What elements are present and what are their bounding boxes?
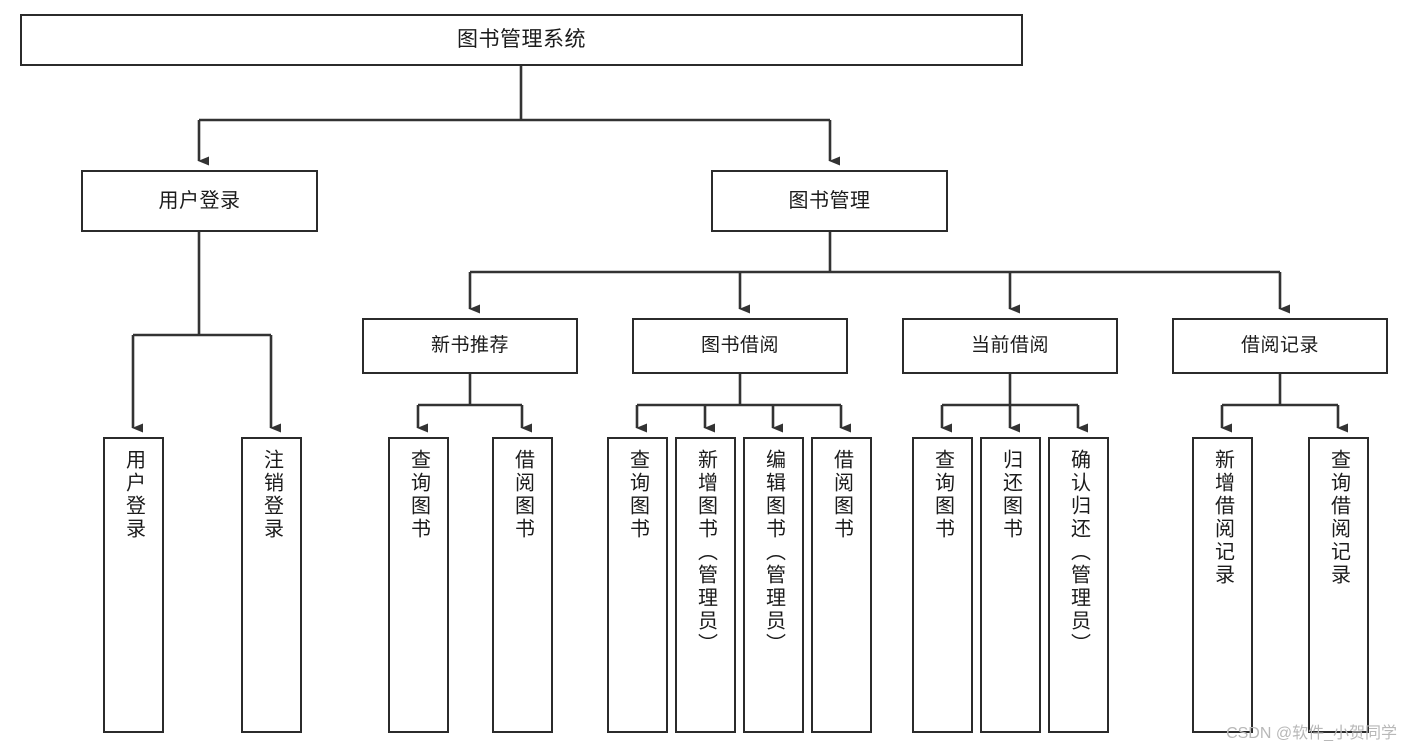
node-user-login[interactable]: 用户登录 [81, 170, 318, 232]
node-leaf-edit-book[interactable]: 编辑图书（管理员） [743, 437, 804, 733]
node-leaf-query-book-1-label: 查询图书 [407, 449, 430, 541]
node-user-login-label: 用户登录 [158, 189, 241, 212]
csdn-watermark: CSDN @软件_小贺同学 [1226, 725, 1397, 742]
node-borrow-record-label: 借阅记录 [1240, 335, 1319, 357]
node-leaf-confirm-return-label: 确认归还（管理员） [1067, 449, 1090, 656]
node-new-book-recommend-label: 新书推荐 [430, 335, 509, 357]
node-leaf-add-book[interactable]: 新增图书（管理员） [675, 437, 736, 733]
node-leaf-user-login[interactable]: 用户登录 [103, 437, 164, 733]
node-leaf-query-book-2[interactable]: 查询图书 [607, 437, 668, 733]
node-leaf-logout-login[interactable]: 注销登录 [241, 437, 302, 733]
node-leaf-add-record-label: 新增借阅记录 [1211, 449, 1234, 587]
node-leaf-query-book-3[interactable]: 查询图书 [912, 437, 973, 733]
node-leaf-query-book-2-label: 查询图书 [626, 449, 649, 541]
node-book-borrow[interactable]: 图书借阅 [632, 318, 848, 374]
node-current-borrow-label: 当前借阅 [970, 335, 1049, 357]
node-root[interactable]: 图书管理系统 [20, 14, 1023, 66]
node-leaf-return-book[interactable]: 归还图书 [980, 437, 1041, 733]
node-leaf-edit-book-label: 编辑图书（管理员） [762, 449, 785, 656]
node-leaf-user-login-label: 用户登录 [122, 449, 145, 541]
node-book-borrow-label: 图书借阅 [700, 335, 779, 357]
node-borrow-record[interactable]: 借阅记录 [1172, 318, 1388, 374]
node-leaf-query-book-3-label: 查询图书 [931, 449, 954, 541]
node-new-book-recommend[interactable]: 新书推荐 [362, 318, 578, 374]
node-book-management-label: 图书管理 [788, 189, 871, 212]
node-leaf-borrow-book-1-label: 借阅图书 [511, 449, 534, 541]
node-leaf-add-record[interactable]: 新增借阅记录 [1192, 437, 1253, 733]
node-leaf-query-record[interactable]: 查询借阅记录 [1308, 437, 1369, 733]
node-leaf-query-record-label: 查询借阅记录 [1327, 449, 1350, 587]
node-leaf-confirm-return[interactable]: 确认归还（管理员） [1048, 437, 1109, 733]
node-leaf-borrow-book-1[interactable]: 借阅图书 [492, 437, 553, 733]
node-leaf-borrow-book-2[interactable]: 借阅图书 [811, 437, 872, 733]
node-leaf-return-book-label: 归还图书 [999, 449, 1022, 541]
node-leaf-borrow-book-2-label: 借阅图书 [830, 449, 853, 541]
node-current-borrow[interactable]: 当前借阅 [902, 318, 1118, 374]
node-book-management[interactable]: 图书管理 [711, 170, 948, 232]
node-leaf-logout-login-label: 注销登录 [260, 449, 283, 541]
node-leaf-add-book-label: 新增图书（管理员） [694, 449, 717, 656]
node-root-label: 图书管理系统 [457, 27, 586, 51]
node-leaf-query-book-1[interactable]: 查询图书 [388, 437, 449, 733]
